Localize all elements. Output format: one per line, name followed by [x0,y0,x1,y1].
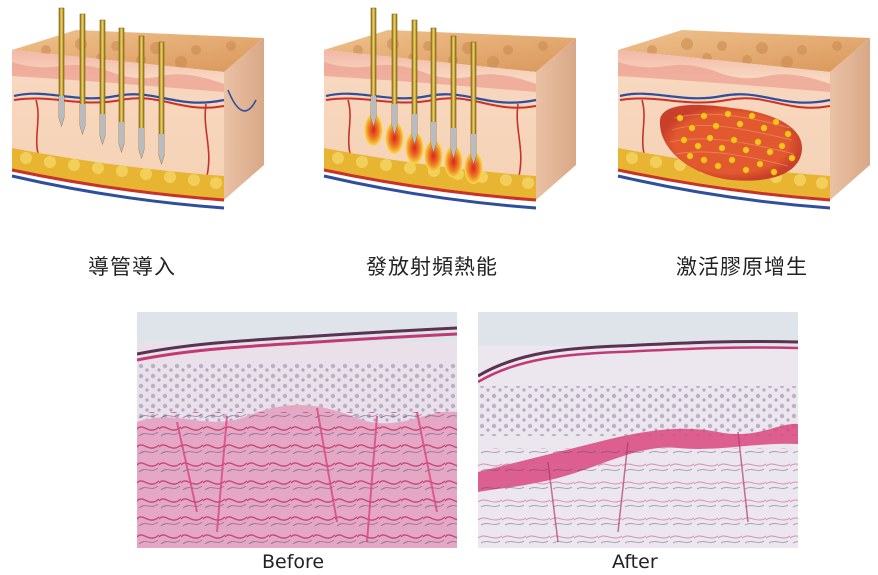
skin-diagram-collagen-activation [612,0,874,232]
before-label: Before [262,551,324,573]
skin-diagram-rf-heating [318,0,580,232]
after-label: After [612,551,658,573]
histology-before-image [137,312,457,548]
step-caption-needle-insertion: 導管導入 [88,251,176,281]
histology-after-image [478,312,798,548]
step-caption-collagen-activation: 激活膠原增生 [676,251,808,281]
skin-diagram-needle-insertion [6,0,268,232]
step-caption-rf-heating: 發放射頻熱能 [366,251,498,281]
